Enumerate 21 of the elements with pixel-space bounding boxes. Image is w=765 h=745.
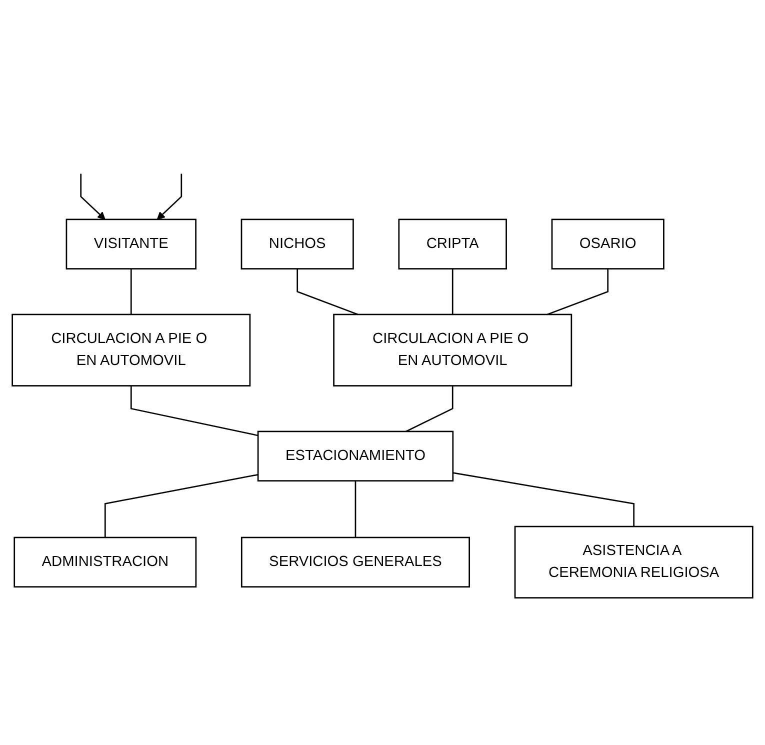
- connector: [104, 474, 258, 538]
- node-box: ADMINISTRACION: [14, 537, 197, 588]
- node-box: NICHOS: [240, 219, 354, 270]
- connector: [452, 472, 635, 527]
- arrow: [80, 174, 106, 220]
- connector: [546, 269, 609, 316]
- connector: [130, 269, 132, 315]
- node-box: VISITANTE: [66, 219, 196, 270]
- connector: [406, 386, 454, 433]
- arrow: [156, 174, 182, 220]
- connector: [130, 386, 258, 437]
- node-box: CIRCULACION A PIE O EN AUTOMOVIL: [333, 314, 572, 387]
- node-box: SERVICIOS GENERALES: [240, 537, 470, 588]
- node-box: ESTACIONAMIENTO: [257, 431, 454, 482]
- node-box: ASISTENCIA A CEREMONIA RELIGIOSA: [514, 526, 754, 599]
- node-box: CIRCULACION A PIE O EN AUTOMOVIL: [12, 314, 251, 387]
- connector: [452, 269, 454, 315]
- node-box: CRIPTA: [398, 219, 507, 270]
- connector: [354, 481, 356, 538]
- node-box: OSARIO: [551, 219, 664, 270]
- connector: [296, 269, 358, 316]
